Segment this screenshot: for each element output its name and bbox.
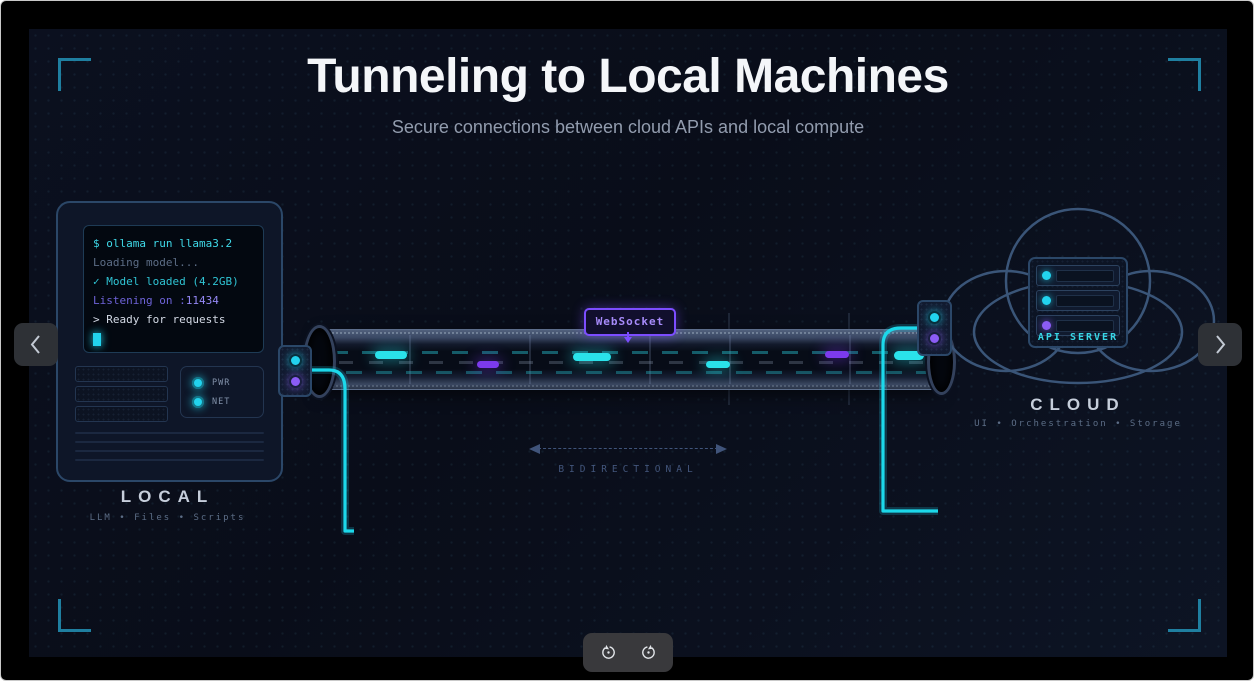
terminal-line-ready: > Ready for requests	[93, 313, 226, 326]
api-server-label: API SERVER	[1037, 332, 1119, 343]
cloud-sublabel: UI • Orchestration • Storage	[974, 419, 1182, 429]
tunnel-connector-left	[278, 345, 312, 397]
tunnel-dashes	[332, 351, 930, 354]
vent-line	[75, 441, 264, 443]
server-slot	[1056, 269, 1114, 282]
chevron-left-icon	[30, 335, 40, 354]
server-rack	[1036, 265, 1120, 340]
bottom-toolbar	[583, 633, 673, 672]
tunnel-connector-right	[917, 300, 952, 356]
drive-slot	[75, 386, 168, 402]
websocket-arrowhead-icon	[623, 337, 632, 343]
status-led	[192, 395, 204, 408]
tunnel-segment-line	[729, 335, 731, 384]
terminal-line-listening: Listening on :11434	[93, 294, 219, 307]
terminal-screen: $ ollama run llama3.2 Loading model... ✓…	[83, 225, 264, 353]
rotate-cw-icon	[641, 644, 655, 659]
connector-led	[928, 332, 941, 346]
server-led	[1042, 321, 1051, 330]
corner-bracket-bottom-right	[1168, 599, 1201, 632]
arrow-right-icon	[716, 444, 727, 454]
connector-led	[928, 310, 941, 324]
data-packet	[375, 351, 407, 359]
vent-line	[75, 432, 264, 434]
status-led	[192, 376, 204, 389]
server-row	[1036, 265, 1120, 286]
port-number: 11434	[185, 294, 219, 307]
server-led	[1042, 271, 1051, 280]
status-led-row: NET	[192, 395, 263, 408]
slide-subtitle: Secure connections between cloud APIs an…	[391, 117, 865, 137]
prev-slide-button[interactable]	[14, 323, 58, 366]
corner-bracket-top-right	[1168, 58, 1201, 91]
bidirectional-arrow: BIDIRECTIONAL	[529, 444, 727, 486]
server-row	[1036, 290, 1120, 311]
server-led	[1042, 296, 1051, 305]
rotate-ccw-icon	[601, 644, 615, 659]
slide-title: Tunneling to Local Machines	[307, 50, 949, 103]
chevron-right-icon	[1216, 335, 1226, 354]
vent-line	[75, 459, 264, 461]
tunnel-dashes	[332, 361, 930, 364]
local-label: LOCAL	[120, 487, 215, 506]
tunnel-segment-line	[409, 335, 411, 384]
local-machine-card: $ ollama run llama3.2 Loading model... ✓…	[56, 201, 283, 482]
bidirectional-label: BIDIRECTIONAL	[558, 464, 698, 475]
websocket-label: WebSocket	[584, 308, 676, 336]
data-packet	[573, 353, 611, 361]
rotate-ccw-button[interactable]	[594, 639, 622, 667]
cloud-label: CLOUD	[1030, 395, 1126, 414]
data-packet	[477, 361, 499, 368]
status-led-label: PWR	[212, 377, 231, 388]
drive-slot	[75, 366, 168, 382]
server-slot	[1056, 319, 1114, 332]
local-sublabel: LLM • Files • Scripts	[89, 513, 246, 523]
terminal-cursor	[93, 332, 101, 346]
drive-slot	[75, 406, 168, 422]
led-panel: PWR NET	[180, 366, 264, 418]
data-packet	[706, 361, 730, 368]
terminal-line-loaded: ✓ Model loaded (4.2GB)	[93, 275, 239, 288]
terminal-line-loading: Loading model...	[93, 256, 199, 269]
rotate-cw-button[interactable]	[634, 639, 662, 667]
api-server-box: API SERVER	[1028, 257, 1128, 348]
status-led-row: PWR	[192, 376, 263, 389]
connector-led	[288, 354, 302, 368]
corner-bracket-top-left	[58, 58, 91, 91]
status-led-label: NET	[212, 396, 231, 407]
connector-led	[288, 374, 302, 388]
corner-bracket-bottom-left	[58, 599, 91, 632]
tunnel-dashes	[332, 371, 930, 374]
websocket-arrow-icon	[627, 332, 629, 338]
tunnel-segment-line	[849, 335, 851, 384]
data-packet	[825, 351, 849, 358]
tunnel-segment-line	[649, 335, 651, 384]
terminal-line-command: $ ollama run llama3.2	[93, 237, 233, 250]
server-slot	[1056, 294, 1114, 307]
arrow-left-icon	[529, 444, 540, 454]
slide-canvas: Tunneling to Local Machines Secure conne…	[29, 29, 1227, 657]
next-slide-button[interactable]	[1198, 323, 1242, 366]
vent-line	[75, 450, 264, 452]
tunnel-segment-line	[529, 335, 531, 384]
